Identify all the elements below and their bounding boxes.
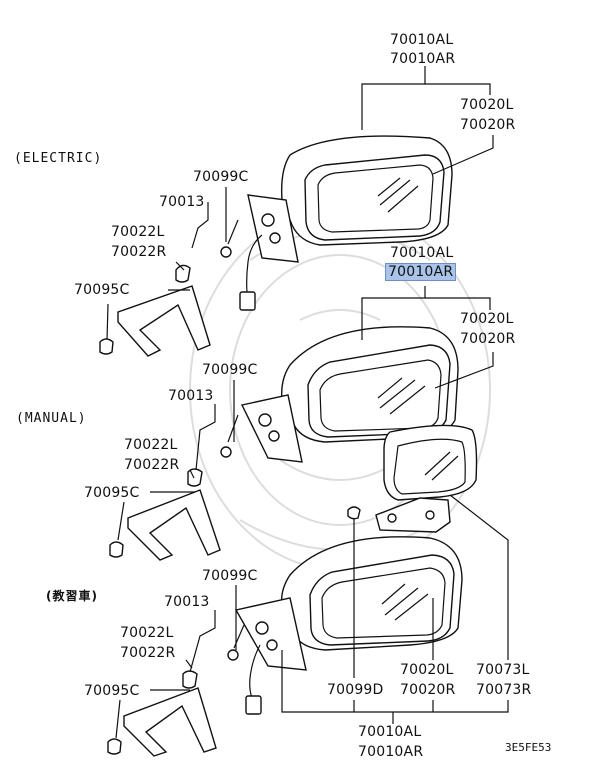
manual-mirror-assembly bbox=[109, 326, 459, 561]
section-electric: (ELECTRIC) bbox=[14, 151, 103, 166]
part-number-label-selected[interactable]: 70010AR bbox=[384, 263, 457, 281]
part-number-label[interactable]: 70073L bbox=[476, 662, 530, 678]
manual-leader-lines bbox=[150, 286, 494, 493]
part-number-label[interactable]: 70020L bbox=[460, 97, 514, 113]
part-number-label[interactable]: 70013 bbox=[159, 194, 205, 210]
part-number-label[interactable]: 70073R bbox=[476, 682, 532, 698]
part-number-label[interactable]: 70013 bbox=[164, 594, 210, 610]
part-number-label[interactable]: 70020R bbox=[460, 331, 516, 347]
part-number-label[interactable]: 70095C bbox=[74, 282, 130, 298]
instruction-mirror-assembly bbox=[107, 424, 478, 757]
part-number-label[interactable]: 70022R bbox=[111, 244, 167, 260]
part-number-label[interactable]: 70010AL bbox=[358, 724, 422, 740]
electric-mirror-assembly bbox=[99, 135, 453, 357]
part-number-label[interactable]: 70099D bbox=[327, 682, 384, 698]
part-number-label[interactable]: 70020L bbox=[400, 662, 454, 678]
part-number-label[interactable]: 70099C bbox=[202, 568, 258, 584]
electric-leader-lines bbox=[168, 66, 494, 291]
part-number-label[interactable]: 70022R bbox=[124, 457, 180, 473]
part-number-label[interactable]: 70020R bbox=[400, 682, 456, 698]
part-number-label[interactable]: 70022L bbox=[124, 437, 178, 453]
part-number-label[interactable]: 70022L bbox=[111, 224, 165, 240]
part-number-label[interactable]: 70010AL bbox=[390, 32, 454, 48]
part-number-label[interactable]: 70010AL bbox=[390, 245, 454, 261]
part-number-label[interactable]: 70095C bbox=[84, 485, 140, 501]
part-number-label[interactable]: 70095C bbox=[84, 683, 140, 699]
part-number-label[interactable]: 70010AR bbox=[358, 744, 424, 760]
part-number-label[interactable]: 70010AR bbox=[390, 51, 456, 67]
part-number-label[interactable]: 70020R bbox=[460, 117, 516, 133]
part-number-label[interactable]: 70022L bbox=[120, 625, 174, 641]
part-number-label[interactable]: 70099C bbox=[193, 169, 249, 185]
section-instruction-car: (教習車) bbox=[46, 589, 98, 603]
part-number-label[interactable]: 70099C bbox=[202, 362, 258, 378]
instruction-leader-lines bbox=[150, 494, 509, 724]
section-manual: (MANUAL) bbox=[16, 411, 87, 426]
part-number-label[interactable]: 70013 bbox=[168, 388, 214, 404]
part-number-label[interactable]: 70020L bbox=[460, 311, 514, 327]
part-number-label[interactable]: 70022R bbox=[120, 645, 176, 661]
diagram-code: 3E5FE53 bbox=[505, 741, 552, 754]
